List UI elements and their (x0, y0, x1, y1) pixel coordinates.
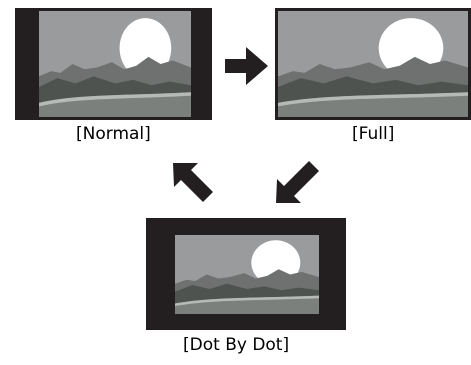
arrow-right-icon (225, 47, 268, 85)
dot-by-dot-mode-screen (146, 218, 346, 330)
full-caption: [Full] (352, 124, 395, 144)
full-landscape-image (278, 11, 468, 117)
arrow-down-left-icon (276, 161, 319, 203)
dot-by-dot-landscape-image (175, 235, 319, 314)
normal-mode-screen (15, 8, 212, 120)
normal-caption: [Normal] (76, 124, 151, 144)
arrow-up-left-icon (173, 163, 213, 202)
full-mode-screen (275, 8, 471, 120)
dot-by-dot-caption: [Dot By Dot] (183, 335, 290, 355)
normal-landscape-image (39, 11, 191, 117)
